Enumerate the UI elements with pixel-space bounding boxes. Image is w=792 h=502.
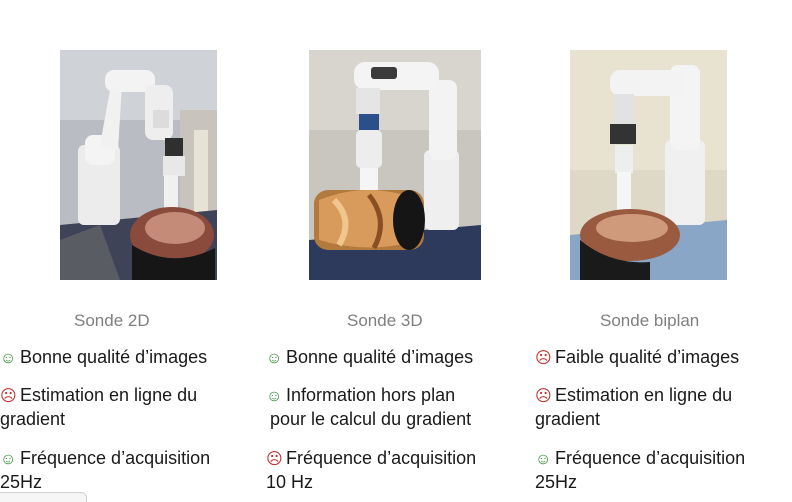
criterion-text: Bonne qualité d’images	[20, 347, 208, 367]
criterion-text: Fréquence d’acquisition	[286, 448, 477, 468]
robot-3d-probe-photo	[309, 50, 481, 280]
criterion-gradient-estimation: ☹Estimation en ligne du gradient	[0, 384, 197, 430]
criterion-gradient-estimation: ☹Estimation en ligne du gradient	[535, 384, 732, 430]
criterion-image-quality: ☹Faible qualité d’images	[535, 346, 739, 370]
smiley-happy-icon: ☺	[535, 451, 552, 468]
caption-sonde-3d: Sonde 3D	[347, 311, 423, 330]
criterion-text: Faible qualité d’images	[555, 347, 740, 367]
criterion-image-quality: ☺Bonne qualité d’images	[266, 346, 473, 370]
robot-biplane-probe-photo	[570, 50, 727, 280]
criterion-text-continued: 25Hz	[535, 472, 578, 492]
criterion-text-continued: pour le calcul du gradient	[270, 409, 472, 429]
smiley-sad-icon: ☹	[535, 388, 552, 405]
criterion-out-of-plane-info: ☺Information hors plan pour le calcul du …	[266, 384, 471, 430]
criterion-text: Fréquence d’acquisition	[555, 448, 746, 468]
criterion-text: Estimation en ligne du	[555, 385, 733, 405]
criterion-acquisition-frequency: ☹Fréquence d’acquisition 10 Hz	[266, 447, 476, 493]
robot-2d-probe-photo	[60, 50, 217, 280]
smiley-sad-icon: ☹	[266, 451, 283, 468]
smiley-happy-icon: ☺	[266, 350, 283, 367]
caption-sonde-2d: Sonde 2D	[74, 311, 150, 330]
smiley-happy-icon: ☺	[0, 350, 17, 367]
criterion-acquisition-frequency: ☺Fréquence d’acquisition 25Hz	[0, 447, 210, 493]
criterion-text: Fréquence d’acquisition	[20, 448, 211, 468]
criterion-text: Bonne qualité d’images	[286, 347, 474, 367]
criterion-acquisition-frequency: ☺Fréquence d’acquisition 25Hz	[535, 447, 745, 493]
smiley-happy-icon: ☺	[266, 388, 283, 405]
smiley-sad-icon: ☹	[535, 350, 552, 367]
criterion-text: Information hors plan	[286, 385, 456, 405]
smiley-happy-icon: ☺	[0, 451, 17, 468]
criterion-text-continued: gradient	[535, 409, 601, 429]
criterion-text-continued: gradient	[0, 409, 66, 429]
smiley-sad-icon: ☹	[0, 388, 17, 405]
bottom-tab[interactable]	[0, 492, 87, 502]
criterion-text-continued: 10 Hz	[266, 472, 314, 492]
caption-sonde-biplan: Sonde biplan	[600, 311, 700, 330]
criterion-image-quality: ☺Bonne qualité d’images	[0, 346, 207, 370]
criterion-text: Estimation en ligne du	[20, 385, 198, 405]
criterion-text-continued: 25Hz	[0, 472, 43, 492]
